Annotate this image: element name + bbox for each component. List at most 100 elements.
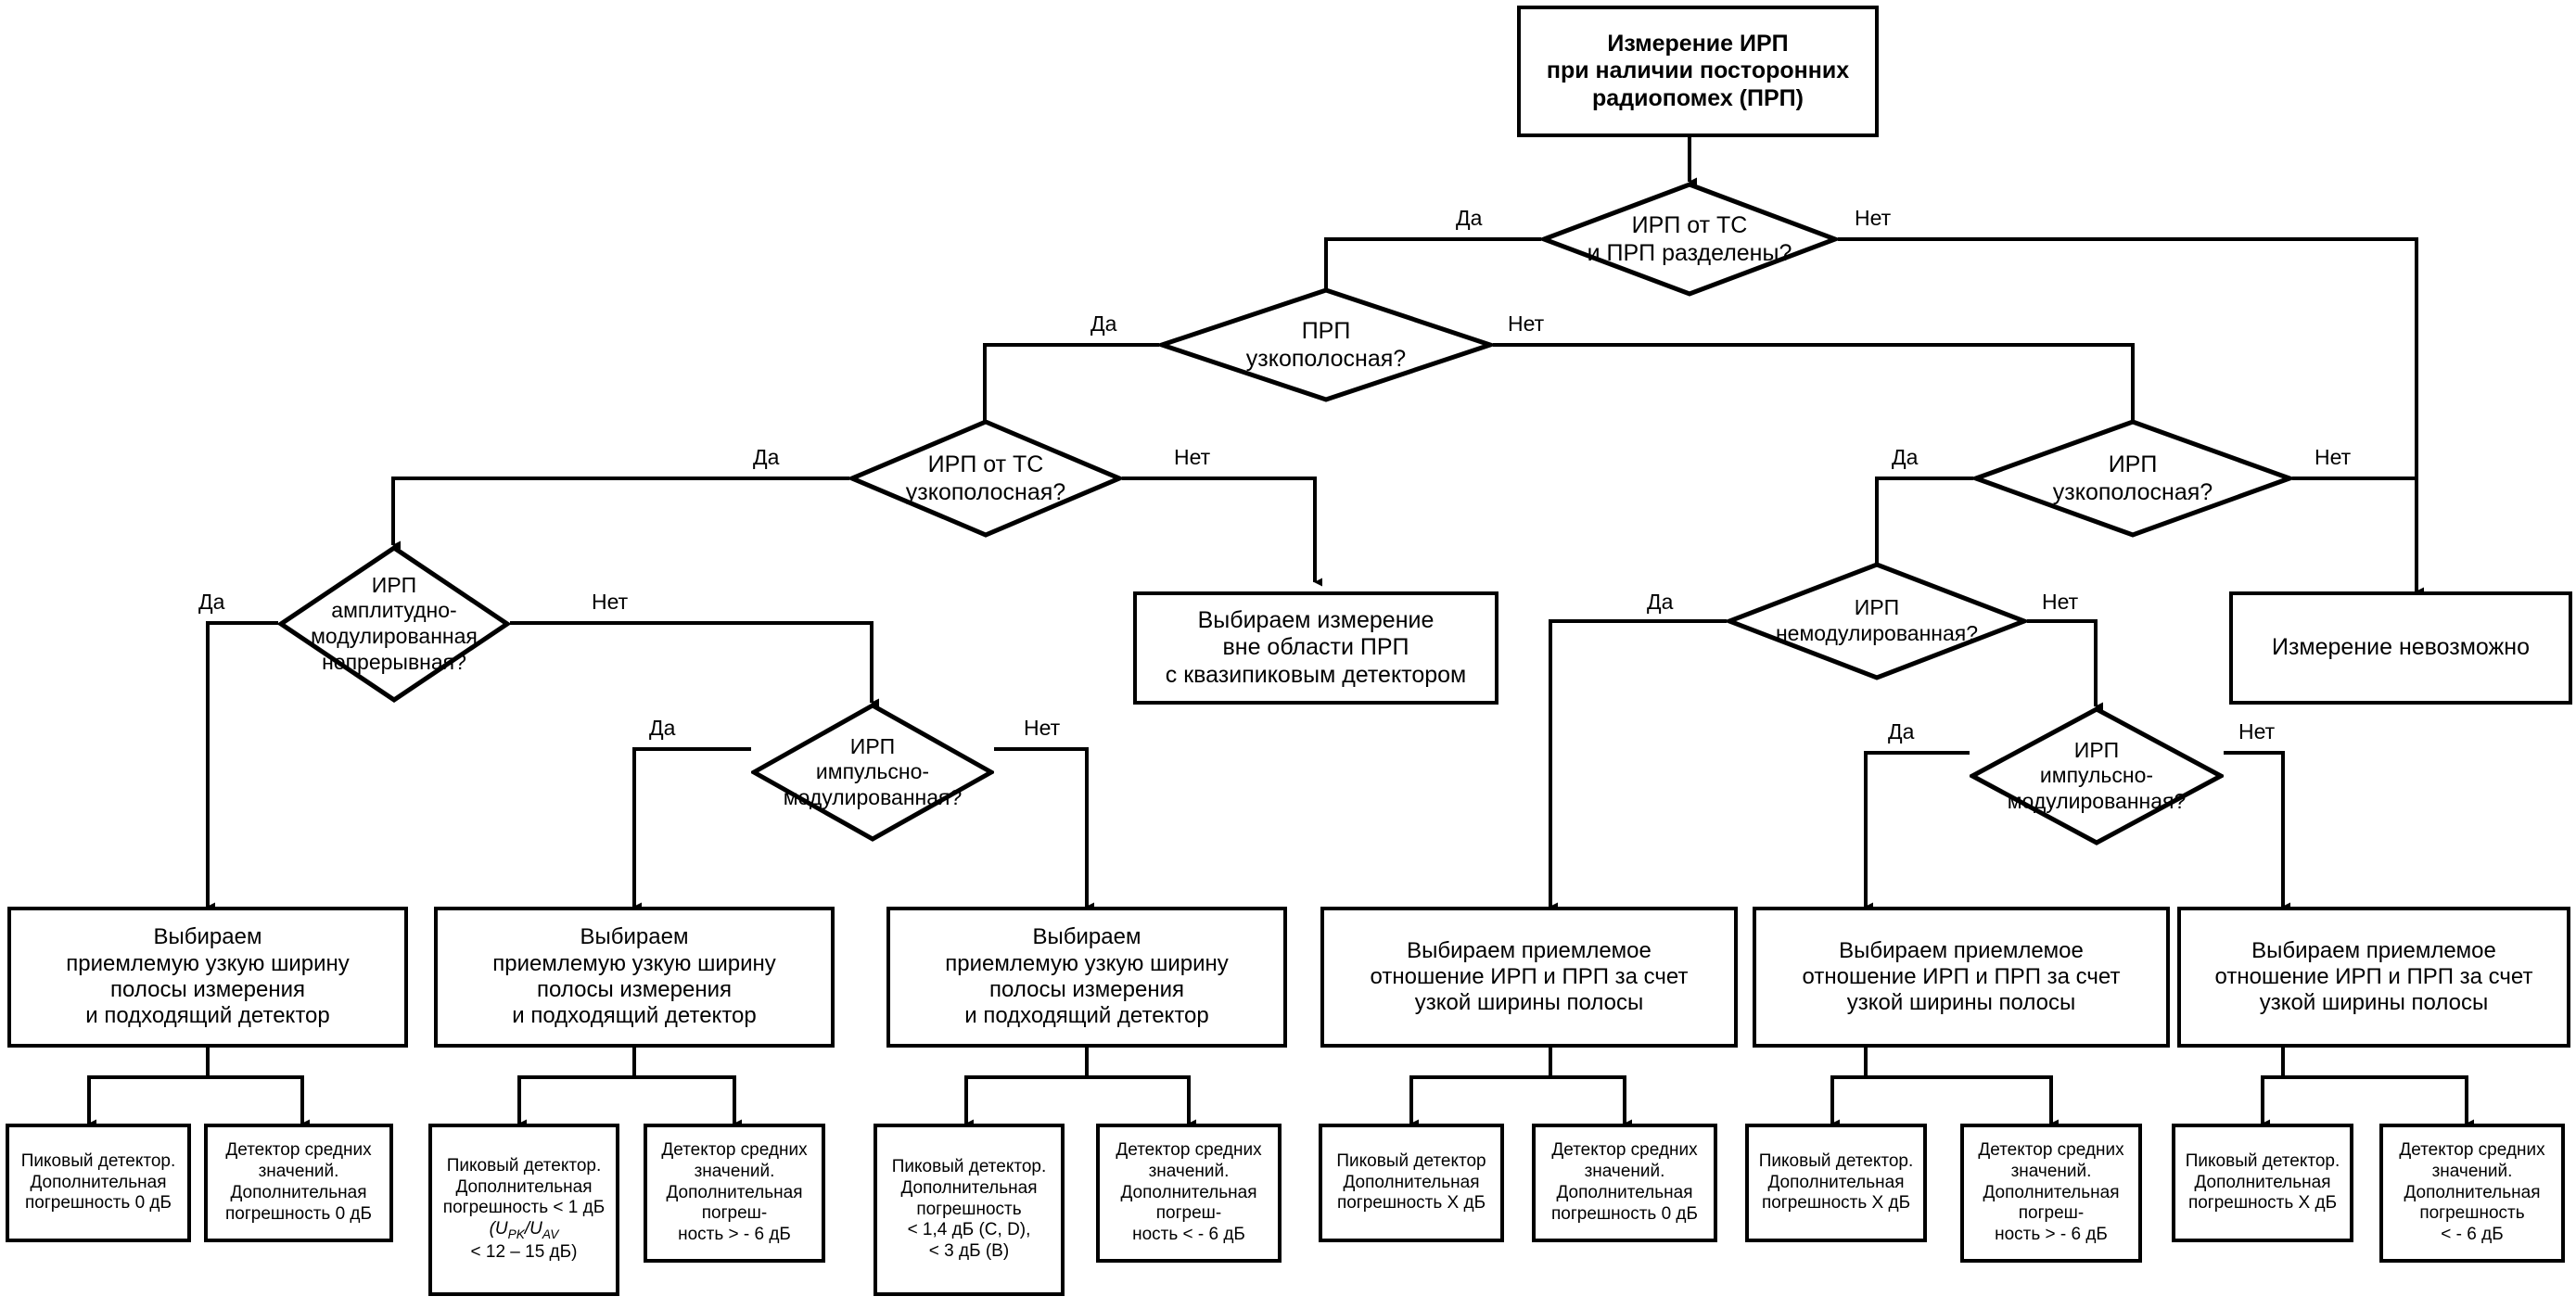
- decision-3-line2: узкополосная?: [905, 479, 1066, 505]
- decision-irp-prp-separated: ИРП от ТС и ПРП разделены?: [1541, 182, 1838, 297]
- quasi-line2: вне области ПРП: [1222, 634, 1409, 661]
- l8-line4: погрешность 0 дБ: [1550, 1203, 1698, 1224]
- decision-7-line1: ИРП: [1854, 595, 1900, 620]
- node-select-ratio-2: Выбираем приемлемое отношение ИРП и ПРП …: [1753, 907, 2170, 1048]
- decision-2-line2: узкополосная?: [1245, 346, 1407, 372]
- bw2-line4: и подходящий детектор: [512, 1003, 757, 1029]
- l8-line2: значений.: [1584, 1162, 1665, 1182]
- bw2-line3: полосы измерения: [537, 977, 732, 1002]
- diamond-shape: [1970, 706, 2224, 845]
- edge-label-d1-no: Нет: [1855, 206, 1892, 230]
- diamond-shape: [751, 703, 994, 842]
- l7-line2: Дополнительная: [1343, 1172, 1480, 1192]
- decision-4-line4: непрерывная?: [322, 649, 466, 674]
- l2-line4: погрешность 0 дБ: [224, 1203, 372, 1224]
- bw1-line2: приемлемую узкую ширину: [66, 950, 350, 976]
- decision-8-line1: ИРП: [2073, 737, 2120, 762]
- decision-6-line1: ИРП: [2108, 451, 2158, 477]
- edge-label-d7-yes: Да: [1647, 590, 1674, 614]
- node-quasi-peak-measurement: Выбираем измерение вне области ПРП с ква…: [1133, 591, 1498, 705]
- decision-1-line2: и ПРП разделены?: [1587, 240, 1792, 266]
- bw3-line4: и подходящий детектор: [964, 1003, 1209, 1029]
- diamond-shape: [1727, 562, 2027, 680]
- edge-label-d6-no: Нет: [2315, 445, 2352, 469]
- l11-line3: погрешность X дБ: [2187, 1193, 2338, 1214]
- l2-line2: значений.: [258, 1162, 339, 1182]
- node-detector-peak-1: Пиковый детектор. Дополнительная погрешн…: [6, 1124, 191, 1242]
- decision-irp-unmodulated: ИРП немодулированная?: [1727, 562, 2027, 680]
- edge-label-d5-no: Нет: [1024, 716, 1061, 740]
- l9-line3: погрешность X дБ: [1761, 1193, 1911, 1214]
- edge-label-d2-yes: Да: [1090, 311, 1117, 336]
- l4-line3: Дополнительная: [666, 1182, 803, 1202]
- node-start: Измерение ИРП при наличии посторонних ра…: [1517, 6, 1879, 137]
- ratio1-line3: узкой ширины полосы: [1414, 990, 1644, 1016]
- decision-8-line2: импульсно-: [2039, 763, 2154, 788]
- l7-line3: погрешность X дБ: [1336, 1193, 1486, 1214]
- edge-label-d2-no: Нет: [1508, 311, 1545, 336]
- ratio2-line2: отношение ИРП и ПРП за счет: [1802, 963, 2121, 989]
- l3-line2: Дополнительная: [455, 1176, 593, 1197]
- diamond-shape: [278, 545, 510, 703]
- edge-label-d6-yes: Да: [1892, 445, 1919, 469]
- bw1-line4: и подходящий детектор: [85, 1003, 330, 1029]
- ratio1-line1: Выбираем приемлемое: [1407, 937, 1651, 963]
- l10-line1: Детектор средних: [1978, 1140, 2124, 1160]
- node-detector-average-3: Детектор средних значений. Дополнительна…: [1096, 1124, 1282, 1263]
- edge-label-d8-yes: Да: [1888, 719, 1915, 743]
- l12-line3: Дополнительная: [2404, 1182, 2541, 1202]
- l12-line4: погрешность: [2419, 1203, 2525, 1224]
- ratio1-line2: отношение ИРП и ПРП за счет: [1370, 963, 1689, 989]
- ratio2-line3: узкой ширины полосы: [1846, 990, 2076, 1016]
- l11-line1: Пиковый детектор.: [2185, 1150, 2340, 1171]
- decision-prp-narrowband: ПРП узкополосная?: [1159, 287, 1493, 402]
- l3-formula-mid: /U: [524, 1219, 542, 1239]
- decision-1-line1: ИРП от ТС: [1631, 212, 1748, 238]
- l10-line4: погреш-: [2018, 1203, 2085, 1224]
- bw3-line3: полосы измерения: [989, 977, 1184, 1002]
- decision-5-line1: ИРП: [849, 733, 896, 758]
- l3-formula-sub2: AV: [542, 1226, 559, 1241]
- decision-3-line1: ИРП от ТС: [927, 451, 1044, 477]
- l12-line5: < - 6 дБ: [2441, 1225, 2504, 1245]
- l10-line3: Дополнительная: [1983, 1182, 2120, 1202]
- decision-irp-am-continuous: ИРП амплитудно- модулированная непрерывн…: [278, 545, 510, 703]
- diamond-shape: [849, 419, 1122, 538]
- edge-label-d7-no: Нет: [2042, 590, 2079, 614]
- diamond-shape: [1541, 182, 1838, 297]
- node-select-bandwidth-3: Выбираем приемлемую узкую ширину полосы …: [886, 907, 1287, 1048]
- bw2-line1: Выбираем: [580, 924, 689, 950]
- l5-line4: < 1,4 дБ (C, D),: [907, 1220, 1031, 1240]
- node-select-ratio-3: Выбираем приемлемое отношение ИРП и ПРП …: [2177, 907, 2570, 1048]
- l6-line4: погреш-: [1155, 1203, 1222, 1224]
- l5-line2: Дополнительная: [900, 1177, 1038, 1198]
- l3-line5: < 12 – 15 дБ): [470, 1242, 578, 1263]
- l9-line1: Пиковый детектор.: [1758, 1150, 1914, 1171]
- node-detector-peak-6: Пиковый детектор. Дополнительная погрешн…: [2172, 1124, 2353, 1242]
- l3-line1: Пиковый детектор.: [446, 1155, 602, 1176]
- l6-line2: значений.: [1148, 1161, 1230, 1181]
- edge-label-d5-yes: Да: [649, 716, 676, 740]
- l1-line3: погрешность 0 дБ: [24, 1193, 172, 1214]
- node-detector-peak-3: Пиковый детектор. Дополнительная погрешн…: [874, 1124, 1065, 1296]
- quasi-line1: Выбираем измерение: [1197, 606, 1435, 633]
- l3-formula-sub1: PK: [507, 1226, 525, 1241]
- ratio3-line1: Выбираем приемлемое: [2251, 937, 2496, 963]
- node-detector-peak-5: Пиковый детектор. Дополнительная погрешн…: [1745, 1124, 1927, 1242]
- decision-8-line3: модулированная?: [2007, 788, 2187, 813]
- l2-line3: Дополнительная: [230, 1183, 367, 1202]
- node-detector-average-2: Детектор средних значений. Дополнительна…: [644, 1124, 825, 1263]
- l9-line2: Дополнительная: [1767, 1172, 1905, 1192]
- decision-5-line3: модулированная?: [783, 784, 963, 809]
- quasi-line3: с квазипиковым детектором: [1165, 661, 1467, 688]
- decision-4-line3: модулированная: [311, 624, 478, 648]
- ratio3-line2: отношение ИРП и ПРП за счет: [2214, 963, 2533, 989]
- l12-line1: Детектор средних: [2399, 1140, 2545, 1160]
- decision-5-line2: импульсно-: [815, 759, 930, 784]
- node-detector-peak-4: Пиковый детектор Дополнительная погрешно…: [1319, 1124, 1504, 1242]
- ratio2-line1: Выбираем приемлемое: [1839, 937, 2084, 963]
- edge-label-d4-yes: Да: [198, 590, 225, 614]
- l2-line1: Детектор средних: [225, 1140, 372, 1161]
